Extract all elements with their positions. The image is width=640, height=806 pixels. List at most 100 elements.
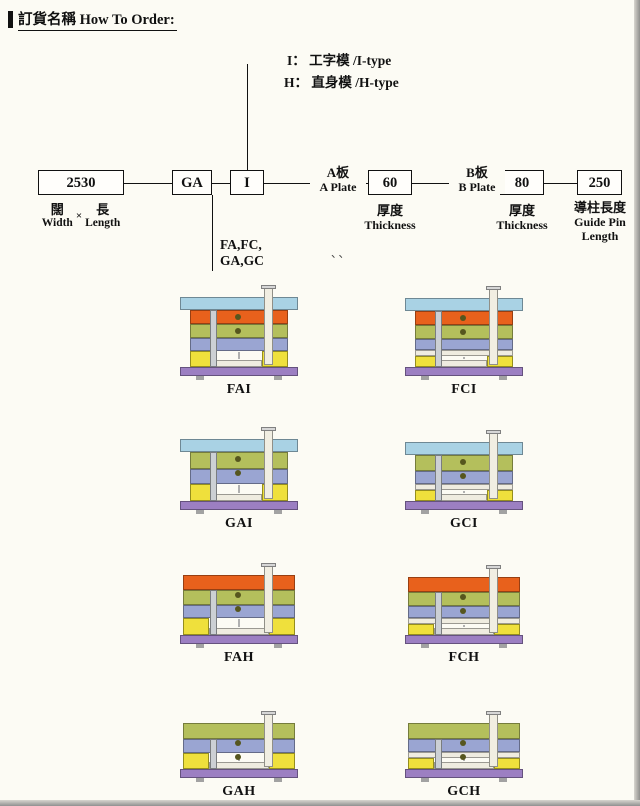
a-thickness-label: 厚度 Thickness — [358, 203, 422, 232]
b-plate-thickness-box: 80 — [500, 170, 544, 195]
riser-block — [183, 753, 209, 769]
guide-pin-label-cjk: 導柱長度 — [573, 200, 626, 215]
screw-icon — [235, 314, 241, 320]
mold-plate — [190, 338, 288, 351]
series-code-box: GA — [172, 170, 212, 195]
mold-foot — [499, 510, 507, 514]
connector-line-type — [247, 64, 248, 170]
mold-plate — [180, 769, 298, 778]
mold-figure: FAH — [180, 553, 298, 666]
riser-block — [408, 758, 434, 769]
guide-pin-cap — [261, 427, 276, 431]
ejector-pin — [463, 491, 465, 493]
mold-plate — [180, 297, 298, 310]
return-pin — [210, 739, 217, 769]
mold-label: GAH — [222, 784, 256, 799]
mold-plate — [183, 575, 295, 590]
mold-illustration — [405, 430, 523, 514]
mold-foot — [499, 644, 507, 648]
order-code-diagram: I： 工字模 /I-type H： 直身模 /H-type 2530 GA I … — [0, 0, 640, 285]
riser-block — [487, 490, 513, 501]
guide-pin-length-box: 250 — [577, 170, 622, 195]
return-pin — [210, 310, 217, 367]
mold-plate — [405, 769, 523, 778]
screw-icon — [460, 754, 466, 760]
times-symbol: × — [75, 210, 83, 222]
stray-scan-marks: 、、 — [331, 248, 352, 260]
ejector-pin — [463, 357, 465, 359]
connector-line — [212, 183, 230, 184]
b-thickness-label-en: Thickness — [496, 218, 548, 232]
return-pin — [210, 452, 217, 501]
return-pin — [435, 311, 442, 367]
guide-pin — [489, 713, 498, 767]
mold-figure: GCH — [405, 687, 523, 800]
mold-figure: FAI — [180, 285, 298, 398]
mold-foot — [274, 376, 282, 380]
a-plate-label-en: A Plate — [319, 180, 357, 194]
mold-plate — [180, 367, 298, 376]
guide-pin — [489, 567, 498, 633]
mold-foot — [274, 510, 282, 514]
i-type-legend: I： 工字模 /I-type — [287, 53, 392, 68]
b-thickness-label: 厚度 Thickness — [490, 203, 554, 232]
a-plate-label-cjk: A板 — [326, 165, 350, 180]
guide-pin-cap — [261, 563, 276, 567]
scan-edge-right — [634, 0, 640, 806]
guide-pin — [264, 713, 273, 767]
mold-illustration — [405, 711, 523, 782]
return-pin — [435, 455, 442, 501]
h-type-legend: H： 直身模 /H-type — [284, 75, 399, 90]
mold-plate — [405, 298, 523, 311]
mold-foot — [499, 376, 507, 380]
mold-foot — [196, 778, 204, 782]
page-header: 訂貨名稱 How To Order: — [8, 8, 177, 31]
b-plate-label-cjk: B板 — [466, 165, 488, 180]
mold-illustration — [180, 285, 298, 380]
b-plate-label-en: B Plate — [458, 180, 496, 194]
mold-foot — [274, 644, 282, 648]
mold-label: FAH — [223, 650, 254, 665]
screw-icon — [235, 606, 241, 612]
ejector-plate — [209, 762, 269, 769]
b-plate-label: B板 B Plate — [449, 166, 505, 194]
mold-illustration — [180, 563, 298, 648]
mold-label: GCI — [450, 516, 478, 531]
guide-pin — [489, 288, 498, 365]
mold-plate — [180, 635, 298, 644]
guide-pin — [264, 429, 273, 499]
header-bar-icon — [8, 11, 13, 28]
guide-pin-cap — [261, 711, 276, 715]
ejector-plate — [441, 494, 487, 501]
ejector-pin — [238, 352, 240, 359]
connector-line — [124, 183, 172, 184]
scan-edge-bottom — [0, 800, 640, 806]
mold-plate — [180, 439, 298, 452]
guide-pin-cap — [486, 286, 501, 290]
guide-pin-length-label: 導柱長度 Guide Pin Length — [563, 200, 637, 243]
mold-plate — [408, 723, 520, 739]
ejector-pin — [463, 625, 465, 627]
screw-icon — [460, 740, 466, 746]
mold-figure: FCH — [405, 553, 523, 666]
type-code-box: I — [230, 170, 264, 195]
return-pin — [210, 590, 217, 635]
series-options-label: FA,FC, GA,GC — [220, 237, 264, 269]
mold-foot — [499, 778, 507, 782]
mold-foot — [196, 376, 204, 380]
page-title-en: How To Order: — [79, 12, 175, 28]
ejector-plate — [434, 762, 494, 769]
mold-illustration — [405, 286, 523, 380]
guide-pin-label-en2: Length — [581, 229, 619, 243]
length-label-cjk: 長 — [96, 202, 110, 217]
ejector-pin — [463, 759, 465, 761]
riser-block — [408, 624, 434, 635]
screw-icon — [460, 329, 466, 335]
guide-pin-label-en1: Guide Pin — [574, 215, 626, 229]
screw-icon — [460, 315, 466, 321]
mold-figure-grid: FAI FCI GAI GCI FAH FCH GAH GCH — [0, 285, 634, 800]
guide-pin-cap — [486, 430, 501, 434]
connector-line — [544, 183, 577, 184]
length-label: 長 Length — [85, 202, 120, 230]
screw-icon — [460, 459, 466, 465]
